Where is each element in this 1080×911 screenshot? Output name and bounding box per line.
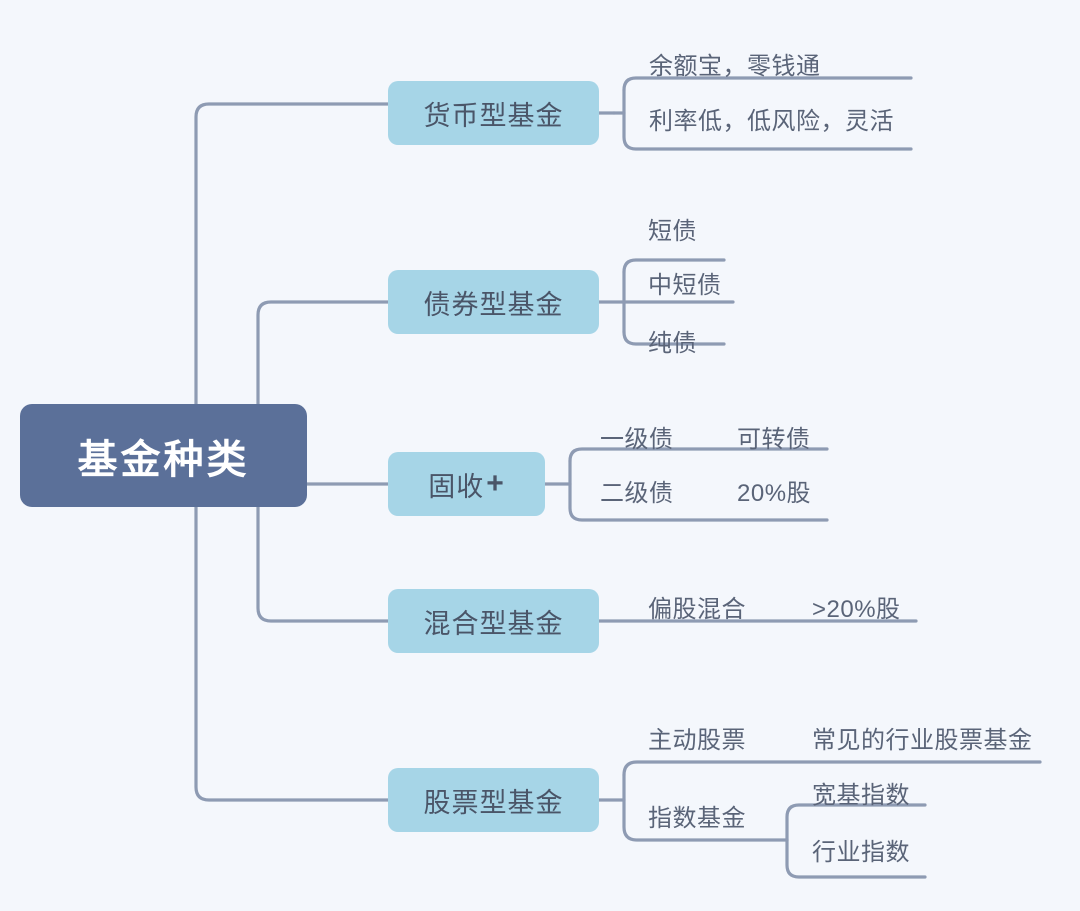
leaf-hybrid-1-detail[interactable]: >20%股 <box>812 596 901 623</box>
leaf-fip-2[interactable]: 二级债 <box>600 480 674 507</box>
branch-node-bond[interactable]: 债券型基金 <box>388 270 599 334</box>
branch-node-fixed-income-plus[interactable]: 固收 + <box>388 452 545 516</box>
leaf-fip-1[interactable]: 一级债 <box>600 426 674 453</box>
branch-node-fixed-income-plus-label: 固收 <box>428 471 485 502</box>
leaf-index-child-1[interactable]: 宽基指数 <box>812 782 910 809</box>
wire-stock-leaf-1 <box>622 760 1042 777</box>
plus-icon: + <box>486 467 505 500</box>
leaf-stock-1[interactable]: 主动股票 <box>648 727 746 754</box>
branch-node-bond-label: 债券型基金 <box>423 289 564 320</box>
branch-node-money-label: 货币型基金 <box>423 100 564 131</box>
leaf-fip-1-detail[interactable]: 可转债 <box>737 426 811 453</box>
leaf-money-1[interactable]: 余额宝，零钱通 <box>649 53 821 80</box>
leaf-bond-1[interactable]: 短债 <box>648 218 697 245</box>
branch-node-stock[interactable]: 股票型基金 <box>388 768 599 832</box>
wire-root-to-bond <box>256 300 390 406</box>
leaf-money-2[interactable]: 利率低，低风险，灵活 <box>649 108 894 135</box>
root-node-label: 基金种类 <box>77 437 250 482</box>
branch-node-hybrid[interactable]: 混合型基金 <box>388 589 599 653</box>
leaf-hybrid-1[interactable]: 偏股混合 <box>648 596 746 623</box>
leaf-index-child-2[interactable]: 行业指数 <box>812 839 910 866</box>
root-node[interactable]: 基金种类 <box>20 404 307 507</box>
leaf-stock-1-detail[interactable]: 常见的行业股票基金 <box>812 727 1033 754</box>
branch-node-money[interactable]: 货币型基金 <box>388 81 599 145</box>
wire-root-to-hybrid <box>256 505 390 623</box>
wire-root-to-money <box>194 102 390 406</box>
leaf-bond-2[interactable]: 中短债 <box>648 272 722 299</box>
branch-node-hybrid-label: 混合型基金 <box>423 608 564 639</box>
wire-root-to-stock <box>194 505 390 802</box>
leaf-stock-2[interactable]: 指数基金 <box>648 805 746 832</box>
leaf-fip-2-detail[interactable]: 20%股 <box>737 480 812 507</box>
leaf-bond-3[interactable]: 纯债 <box>648 330 697 357</box>
branch-node-stock-label: 股票型基金 <box>423 787 564 818</box>
